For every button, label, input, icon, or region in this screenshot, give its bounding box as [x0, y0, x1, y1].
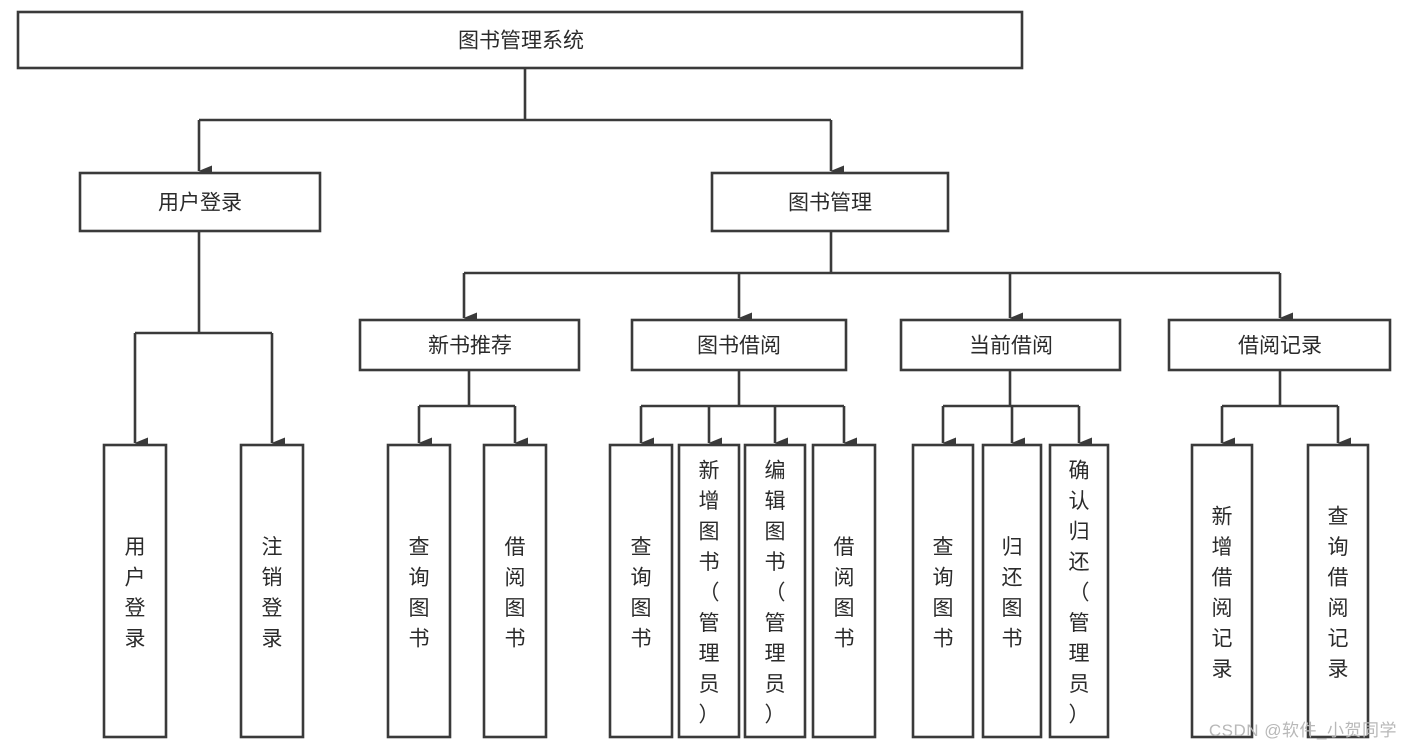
node-borrow-records-label: 借阅记录 — [1238, 335, 1322, 358]
leaf-box-add-book-admin[interactable] — [677, 443, 741, 739]
node-book-management[interactable]: 图书管理 — [710, 171, 950, 233]
leaf-box-user-login[interactable] — [102, 443, 168, 739]
node-root[interactable]: 图书管理系统 — [16, 10, 1024, 70]
leaf-box-logout[interactable] — [239, 443, 305, 739]
leaf-label-edit-book-admin: 编辑图书（管理员） — [765, 460, 786, 727]
leaf-label-borrow-books-new: 借阅图书 — [505, 536, 526, 651]
leaf-layer — [102, 443, 1370, 739]
node-book-borrow[interactable]: 图书借阅 — [630, 318, 848, 372]
node-root-box[interactable] — [16, 10, 1024, 70]
node-new-book-recommend-box[interactable] — [358, 318, 581, 372]
leaf-box-query-books-current[interactable] — [911, 443, 975, 739]
leaf-label-query-books-new: 查询图书 — [409, 536, 430, 651]
node-new-book-recommend[interactable]: 新书推荐 — [358, 318, 581, 372]
leaf-box-borrow-books[interactable] — [811, 443, 877, 739]
leaf-box-query-books-new[interactable] — [386, 443, 452, 739]
leaf-label-layer: 用户登录 注销登录 查询图书 借阅图书 查询图书 新增图书（管理员） 编辑图书（… — [125, 460, 1349, 727]
node-book-management-box[interactable] — [710, 171, 950, 233]
leaf-label-logout: 注销登录 — [262, 536, 283, 651]
leaf-label-return-books: 归还图书 — [1002, 536, 1023, 651]
leaf-box-confirm-return-admin[interactable] — [1048, 443, 1110, 739]
leaf-box-edit-book-admin[interactable] — [743, 443, 807, 739]
node-book-management-label: 图书管理 — [788, 192, 872, 215]
leaf-label-query-books-current: 查询图书 — [933, 536, 954, 651]
node-borrow-records-box[interactable] — [1167, 318, 1392, 372]
leaf-box-query-books-borrow[interactable] — [608, 443, 674, 739]
leaf-box-return-books[interactable] — [981, 443, 1043, 739]
node-user-login-box[interactable] — [78, 171, 322, 233]
node-current-borrow-label: 当前借阅 — [969, 335, 1053, 358]
leaf-box-borrow-books-new[interactable] — [482, 443, 548, 739]
leaf-label-add-borrow-record: 新增借阅记录 — [1212, 505, 1233, 681]
node-user-login-label: 用户登录 — [158, 192, 242, 215]
csdn-watermark: CSDN @软件_小贺同学 — [1208, 721, 1397, 740]
leaf-label-confirm-return-admin: 确认归还（管理员） — [1069, 460, 1090, 727]
leaf-label-user-login: 用户登录 — [125, 536, 146, 651]
node-current-borrow[interactable]: 当前借阅 — [899, 318, 1122, 372]
node-user-login[interactable]: 用户登录 — [78, 171, 322, 233]
leaf-label-borrow-books: 借阅图书 — [834, 536, 855, 651]
connector-layer — [133, 69, 1351, 449]
node-book-borrow-label: 图书借阅 — [697, 335, 781, 358]
leaf-label-query-books-borrow: 查询图书 — [631, 536, 652, 651]
node-root-label: 图书管理系统 — [458, 30, 584, 53]
node-new-book-recommend-label: 新书推荐 — [428, 335, 512, 358]
node-current-borrow-box[interactable] — [899, 318, 1122, 372]
leaf-box-add-borrow-record[interactable] — [1190, 443, 1254, 739]
leaf-box-query-borrow-record[interactable] — [1306, 443, 1370, 739]
node-borrow-records[interactable]: 借阅记录 — [1167, 318, 1392, 372]
leaf-label-add-book-admin: 新增图书（管理员） — [699, 460, 720, 727]
node-book-borrow-box[interactable] — [630, 318, 848, 372]
leaf-label-query-borrow-record: 查询借阅记录 — [1328, 505, 1349, 681]
